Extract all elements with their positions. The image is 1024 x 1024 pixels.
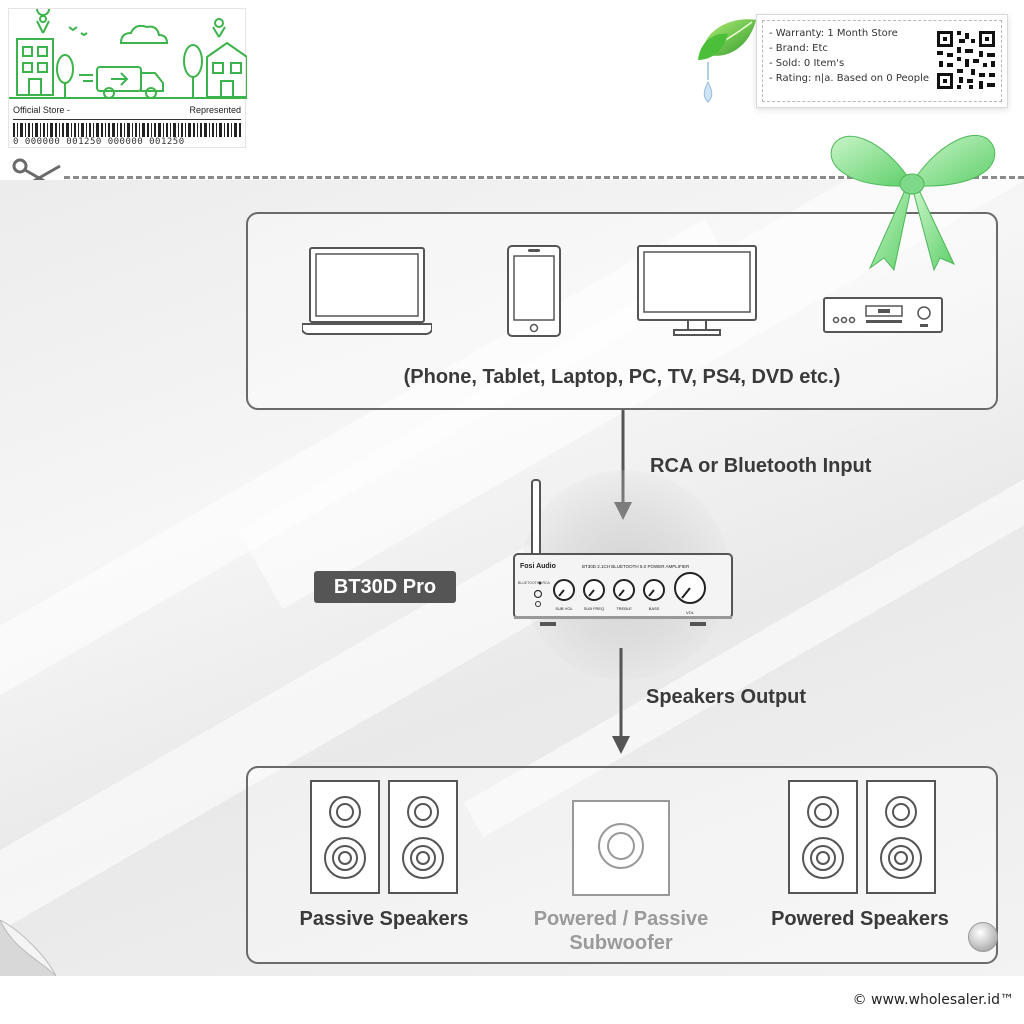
passive-speaker-icon	[310, 780, 380, 894]
knob-label: BASS	[649, 606, 660, 611]
cut-line	[64, 176, 1024, 179]
knob-label: SUB VOL	[555, 606, 573, 611]
knob-label: VOL	[686, 610, 695, 615]
monitor-icon	[637, 245, 757, 336]
amp-status-text: BLUETOOTH · RCA	[518, 581, 550, 585]
input-label: RCA or Bluetooth Input	[650, 455, 872, 477]
subwoofer-label-line2: Subwoofer	[569, 932, 673, 954]
subwoofer-label-line1: Powered / Passive	[533, 908, 709, 930]
subwoofer-icon	[572, 800, 670, 896]
warranty-text: - Warranty: 1 Month Store	[769, 28, 898, 39]
barcode-number: 0 000000 001250 000000 001250	[13, 137, 185, 147]
sources-caption: (Phone, Tablet, Laptop, PC, TV, PS4, DVD…	[403, 366, 841, 388]
powered-speaker-icon	[788, 780, 858, 894]
barcode-graphic	[13, 123, 241, 137]
divider	[13, 119, 241, 120]
knob-label: TREBLE	[616, 606, 632, 611]
represented-label: Represented	[189, 105, 241, 115]
leaf-droplet-icon	[698, 19, 756, 103]
amp-panel-text: BT30D 2.1CH BLUETOOTH 5.0 POWER AMPLIFIE…	[582, 564, 690, 569]
amplifier-illustration: Fosi Audio BT30D 2.1CH BLUETOOTH 5.0 POW…	[513, 479, 733, 626]
powered-speaker-icon	[866, 780, 936, 894]
store-badge: Official Store - Represented 0 000000	[8, 8, 247, 148]
product-info-card: - Warranty: 1 Month Store - Brand: Etc -…	[756, 14, 1008, 108]
output-label: Speakers Output	[646, 686, 807, 708]
powered-speakers-label: Powered Speakers	[771, 908, 949, 930]
page-curl-icon	[0, 920, 56, 976]
amp-brand: Fosi Audio	[520, 563, 556, 570]
dvd-player-icon	[823, 297, 943, 333]
input-arrow	[614, 410, 632, 520]
copyright-text: © www.wholesaler.id™	[852, 992, 1014, 1008]
official-store-label: Official Store -	[13, 105, 70, 115]
rating-text: - Rating: n|a. Based on 0 People	[769, 73, 930, 84]
laptop-icon	[302, 247, 432, 335]
phone-icon	[507, 245, 561, 337]
passive-speakers-label: Passive Speakers	[299, 908, 469, 930]
output-arrow	[612, 648, 630, 754]
ribbon-bow-icon	[830, 134, 996, 272]
qr-code-icon	[935, 29, 997, 91]
info-card-border	[762, 20, 1002, 102]
brand-text: - Brand: Etc	[769, 43, 828, 54]
pin-icon	[968, 922, 998, 952]
sold-text: - Sold: 0 Item's	[769, 58, 845, 69]
city-delivery-illustration	[9, 9, 247, 99]
footer	[0, 976, 1024, 1024]
knob-label: SUB FREQ	[584, 606, 604, 611]
passive-speaker-icon	[388, 780, 458, 894]
model-tag: BT30D Pro	[314, 571, 456, 603]
